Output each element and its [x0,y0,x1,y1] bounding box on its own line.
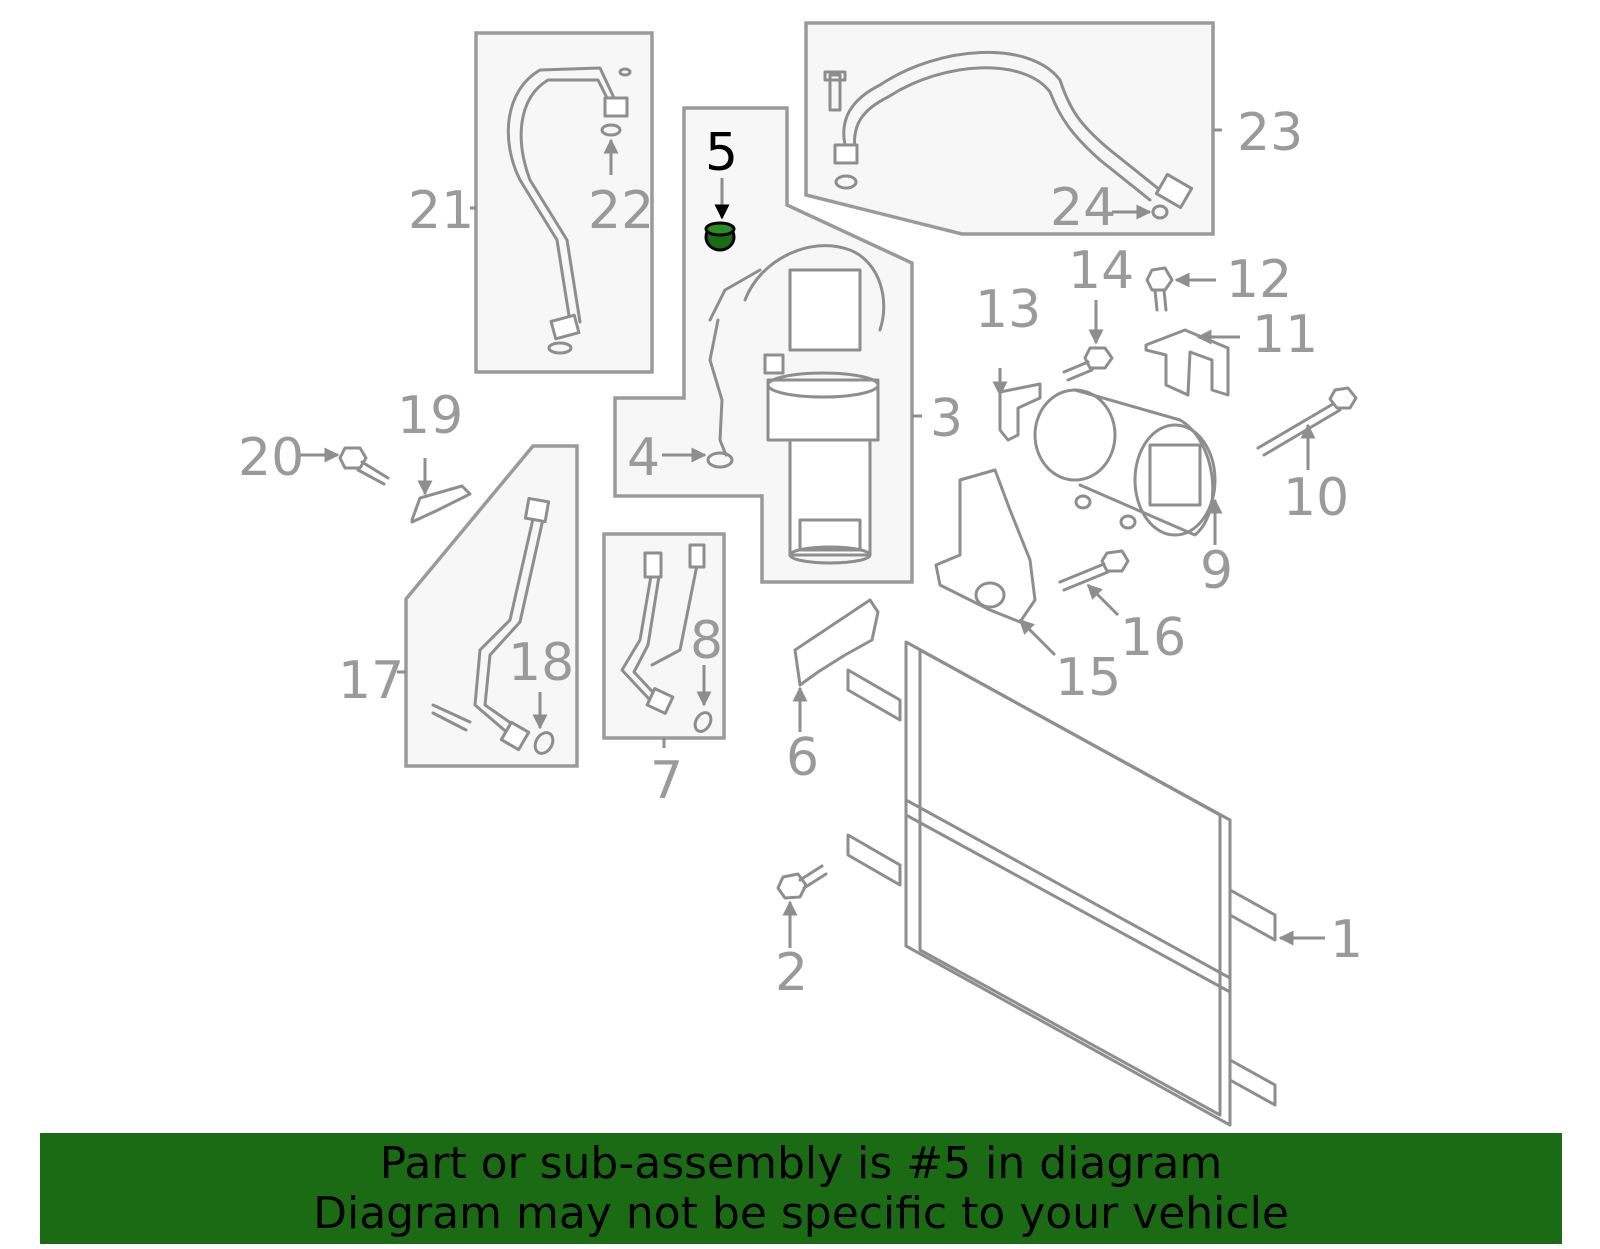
footer-line-1: Part or sub-assembly is #5 in diagram [379,1138,1223,1189]
footer-line-2: Diagram may not be specific to your vehi… [313,1188,1289,1239]
callout-17: 17 [338,651,404,711]
callout-8: 8 [690,611,723,671]
part-5-highlight [704,221,736,252]
callout-24: 24 [1050,178,1116,238]
callout-10: 10 [1283,468,1349,528]
callout-21: 21 [408,181,474,241]
bracket-13-drawing [998,382,1042,442]
panel-hose-23 [804,21,1215,236]
callout-13: 13 [975,280,1041,340]
callout-14: 14 [1068,241,1134,301]
callout-6: 6 [786,728,819,788]
bolt-2-drawing [776,864,828,900]
line-7-drawing [620,543,713,733]
footer-banner: Part or sub-assembly is #5 in diagram Di… [40,1133,1562,1244]
callout-3: 3 [930,389,963,449]
callout-labels: 1 2 3 4 5 6 7 8 9 10 11 12 13 14 15 16 1… [238,103,1363,1003]
bolt-12-drawing [1145,266,1174,312]
callout-5: 5 [705,123,738,183]
callout-9: 9 [1200,541,1233,601]
callout-12: 12 [1226,250,1292,310]
condenser-1-drawing [846,640,1277,1127]
compressor-9-drawing [1033,388,1217,537]
callout-20: 20 [238,428,304,488]
bolt-16-drawing [1058,549,1130,592]
callout-11: 11 [1252,305,1318,365]
callout-7: 7 [650,751,683,811]
hose-21-drawing [506,66,632,355]
callout-4: 4 [627,428,660,488]
callout-1: 1 [1330,910,1363,970]
bracket-6-drawing [793,598,880,687]
bracket-11-drawing [1144,328,1230,397]
panel-line-17 [404,444,579,768]
callout-19: 19 [397,386,463,446]
callout-2: 2 [775,943,808,1003]
callout-23: 23 [1237,103,1303,163]
callout-16: 16 [1120,608,1186,668]
hose-23-drawing [823,50,1194,220]
callout-22: 22 [588,181,654,241]
bracket-19-drawing [410,484,472,524]
line-17-drawing [431,496,555,755]
callout-18: 18 [508,633,574,693]
callout-15: 15 [1055,648,1121,708]
bolt-20-drawing [338,446,390,486]
panel-hose-21 [474,31,654,374]
bracket-15-drawing [934,468,1037,624]
bolt-14-drawing [1062,346,1114,382]
bolt-10-drawing [1256,386,1358,457]
accumulator-3-drawing [706,244,886,565]
leader-lines [296,128,1325,948]
